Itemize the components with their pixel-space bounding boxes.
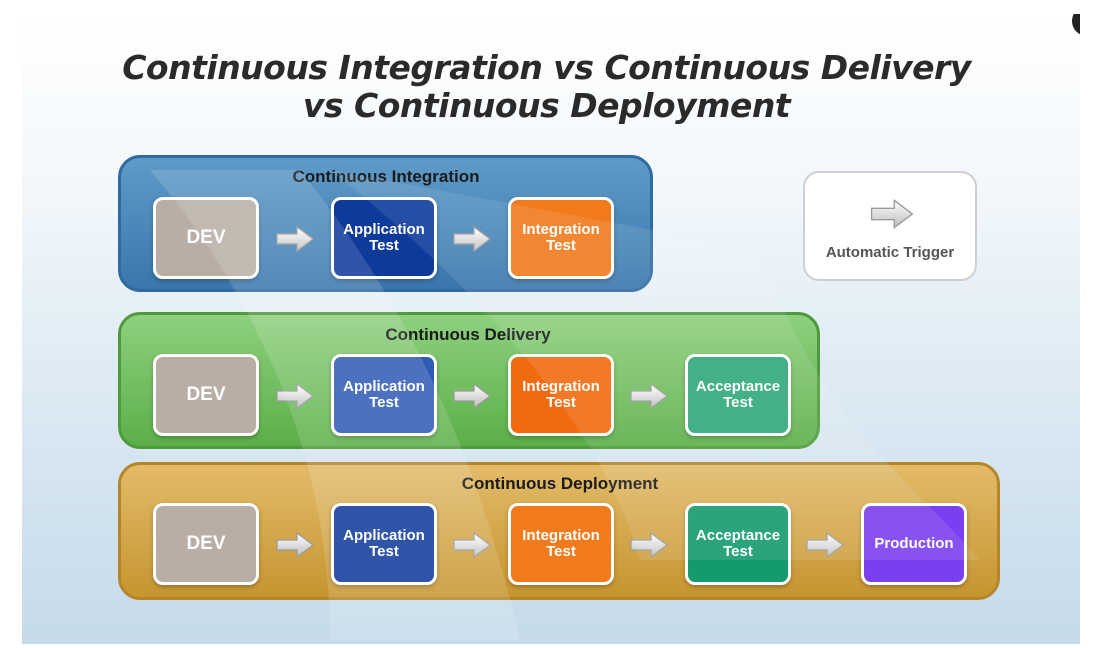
arrow-right-icon bbox=[452, 224, 492, 254]
deploy-dev-box: DEV bbox=[153, 503, 259, 585]
continuous-deployment-title: Continuous Deployment bbox=[461, 474, 659, 493]
arrow-right-icon bbox=[275, 381, 315, 411]
deploy-production-box: Production bbox=[861, 503, 967, 585]
continuous-integration-title: Continuous Integration bbox=[292, 167, 480, 186]
arrow-right-icon bbox=[452, 530, 492, 560]
deploy-acceptance-test-box: Acceptance Test bbox=[685, 503, 791, 585]
ci-dev-box: DEV bbox=[153, 197, 259, 279]
deploy-application-test-box: Application Test bbox=[331, 503, 437, 585]
cd-dev-box: DEV bbox=[153, 354, 259, 436]
title-line-1: Continuous Integration vs Continuous Del… bbox=[122, 48, 971, 87]
arrow-right-icon bbox=[275, 224, 315, 254]
cd-integration-test-box: Integration Test bbox=[508, 354, 614, 436]
ci-application-test-box: Application Test bbox=[331, 197, 437, 279]
arrow-right-icon bbox=[275, 530, 315, 560]
arrow-right-icon bbox=[452, 381, 492, 411]
deploy-integration-test-box: Integration Test bbox=[508, 503, 614, 585]
title-line-2: vs Continuous Deployment bbox=[302, 86, 791, 125]
automatic-trigger-label: Automatic Trigger bbox=[825, 244, 955, 261]
cd-acceptance-test-box: Acceptance Test bbox=[685, 354, 791, 436]
automatic-trigger-legend: Automatic Trigger bbox=[803, 171, 977, 281]
arrow-right-icon bbox=[629, 530, 669, 560]
cd-application-test-box: Application Test bbox=[331, 354, 437, 436]
corner-shape bbox=[1072, 14, 1080, 36]
arrow-right-icon bbox=[869, 197, 915, 231]
continuous-delivery-title: Continuous Delivery bbox=[385, 325, 551, 344]
arrow-right-icon bbox=[805, 530, 845, 560]
ci-integration-test-box: Integration Test bbox=[508, 197, 614, 279]
arrow-right-icon bbox=[629, 381, 669, 411]
